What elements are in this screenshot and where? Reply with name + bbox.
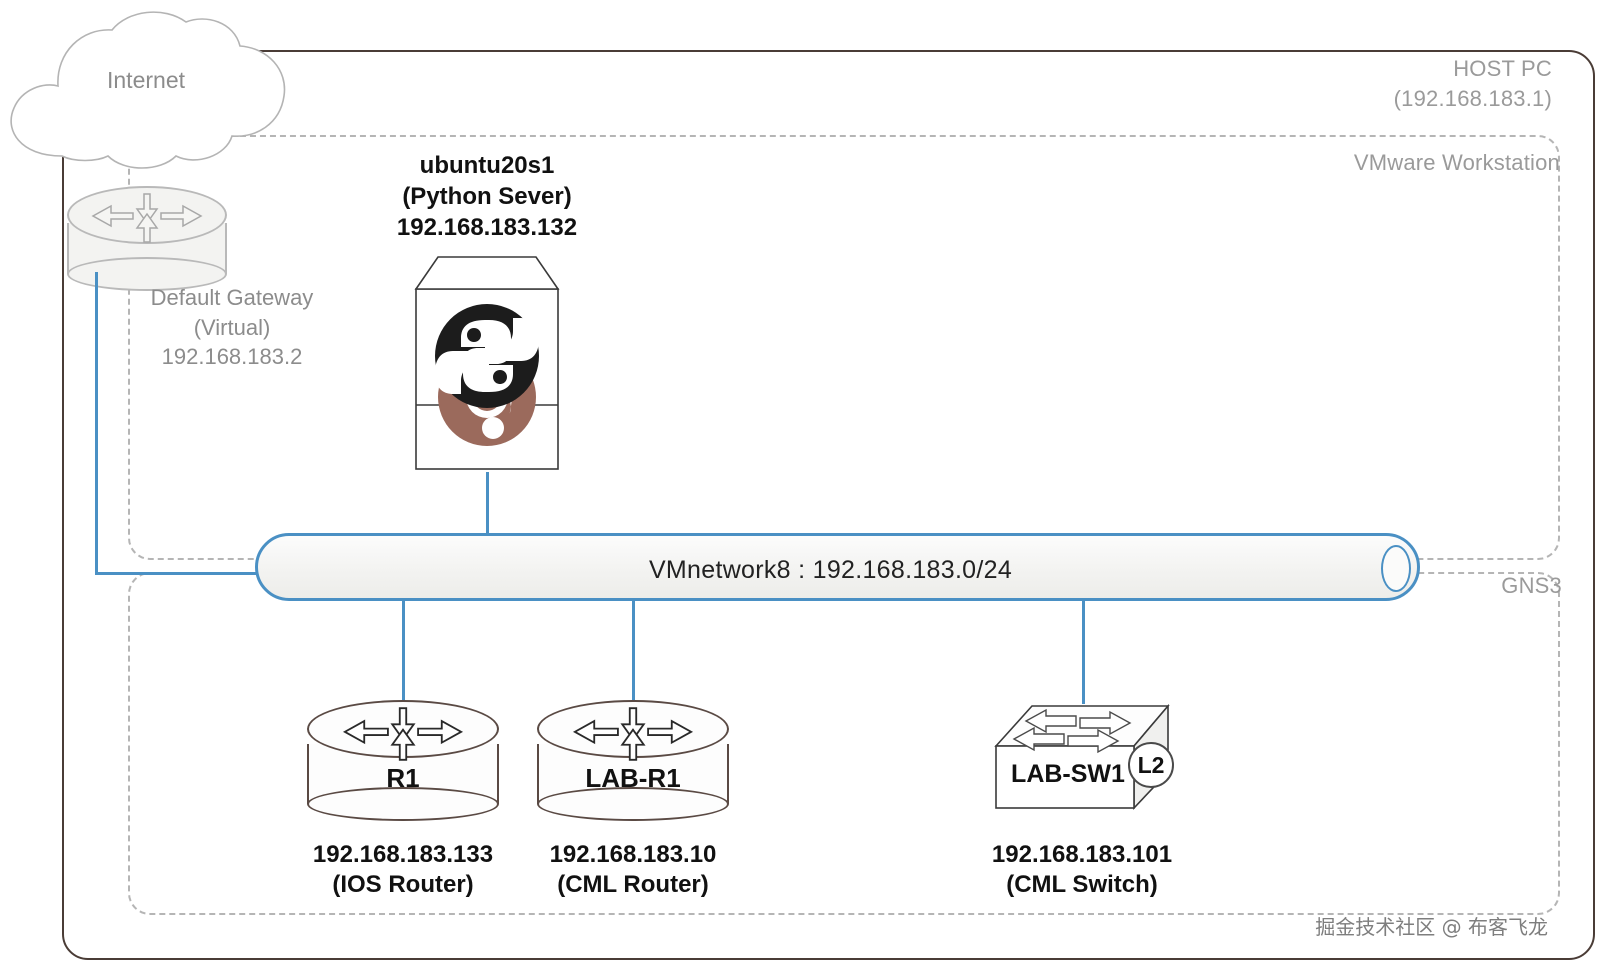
node-default-gateway[interactable] xyxy=(67,186,227,291)
router-base xyxy=(67,257,227,291)
vmware-workstation-label: VMware Workstation xyxy=(1353,150,1560,175)
node-lab-r1[interactable]: LAB-R1 xyxy=(537,700,729,821)
ubuntu-server-ip: 192.168.183.132 xyxy=(396,214,578,242)
default-gateway-ip: 192.168.183.2 xyxy=(161,344,303,370)
wire-server-to-bus xyxy=(486,472,489,536)
internet-cloud-label: Internet xyxy=(107,66,185,93)
router-arrows-icon xyxy=(89,192,205,249)
lab-r1-caption: 192.168.183.10 (CML Router) xyxy=(483,840,783,900)
internet-cloud-icon xyxy=(0,6,292,196)
r1-caption: 192.168.183.133 (IOS Router) xyxy=(253,840,553,900)
node-ubuntu20s1[interactable] xyxy=(408,251,566,475)
ubuntu-server-caption: ubuntu20s1 (Python Sever) 192.168.183.13… xyxy=(330,150,644,244)
container-host-pc xyxy=(62,50,1595,960)
lab-r1-ip: 192.168.183.10 xyxy=(549,841,717,868)
wire-bus-to-lab-sw1 xyxy=(1082,598,1085,704)
host-pc-title: HOST PC xyxy=(1453,56,1552,81)
router-base xyxy=(307,787,499,821)
bus-end-cap-icon xyxy=(1381,545,1411,592)
wire-gateway-horizontal xyxy=(95,572,260,575)
lab-sw1-ip: 192.168.183.101 xyxy=(991,841,1173,868)
ubuntu-server-name: ubuntu20s1 xyxy=(419,152,555,179)
lab-sw1-name-label: LAB-SW1 xyxy=(1011,760,1125,788)
router-base xyxy=(537,787,729,821)
wire-gateway-vertical xyxy=(95,272,98,575)
network-bus-label: VMnetwork8 : 192.168.183.0/24 xyxy=(648,555,1013,584)
wire-bus-to-lab-r1 xyxy=(632,598,635,708)
network-bus-vmnetwork8[interactable]: VMnetwork8 : 192.168.183.0/24 xyxy=(255,533,1420,601)
watermark-text: 掘金技术社区 @ 布客飞龙 xyxy=(1315,915,1548,939)
wire-bus-to-r1 xyxy=(402,598,405,708)
r1-ip: 192.168.183.133 xyxy=(312,841,494,868)
router-arrows-icon xyxy=(333,706,473,767)
gns3-label: GNS3 xyxy=(1501,573,1562,598)
lab-r1-type: (CML Router) xyxy=(557,871,709,899)
router-arrows-icon xyxy=(563,706,703,767)
lab-sw1-l2-badge: L2 xyxy=(1128,742,1174,788)
r1-name-label: R1 xyxy=(386,763,420,793)
default-gateway-name: Default Gateway xyxy=(150,285,314,310)
host-pc-address: (192.168.183.1) xyxy=(1393,85,1552,111)
host-pc-label-group: HOST PC (192.168.183.1) xyxy=(1394,54,1552,113)
node-r1[interactable]: R1 xyxy=(307,700,499,821)
node-lab-sw1[interactable]: LAB-SW1 L2 xyxy=(988,700,1176,815)
default-gateway-type: (Virtual) xyxy=(193,314,271,340)
default-gateway-caption: Default Gateway (Virtual) 192.168.183.2 xyxy=(82,283,382,372)
lab-sw1-caption: 192.168.183.101 (CML Switch) xyxy=(932,840,1232,900)
lab-r1-name-label: LAB-R1 xyxy=(585,763,681,793)
ubuntu-server-role: (Python Sever) xyxy=(402,183,572,211)
r1-type: (IOS Router) xyxy=(332,871,474,899)
lab-sw1-type: (CML Switch) xyxy=(1006,871,1158,899)
